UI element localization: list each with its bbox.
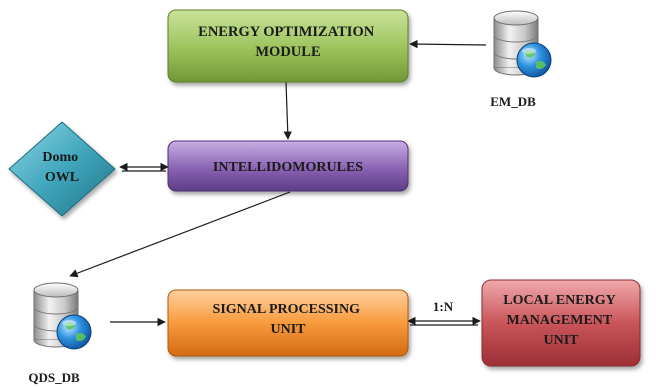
connector-arrows: 1:N — [69, 39, 487, 327]
lemu-label-line-1: LOCAL ENERGY — [503, 293, 615, 308]
lemu-label-line-3: UNIT — [543, 333, 579, 348]
eom-label-line-1: ENERGY OPTIMIZATION — [198, 24, 375, 40]
arrow-signal-processing-local-energy — [407, 316, 481, 326]
energy-optimization-module-node[interactable]: ENERGY OPTIMIZATION MODULE — [167, 9, 409, 83]
em-db-node[interactable]: EM_DB — [490, 10, 552, 109]
domo-owl-label-line-1: Domo — [42, 150, 78, 165]
spu-label-line-2: UNIT — [270, 322, 306, 337]
domo-owl-label-line-2: OWL — [45, 170, 79, 185]
arrow-em-db-to-eom — [409, 39, 487, 49]
svg-text:Domo OWL: Domo OWL — [42, 150, 81, 185]
lemu-label-line-2: MANAGEMENT — [506, 313, 612, 328]
qds-db-node[interactable]: QDS_DB — [28, 282, 92, 385]
domo-owl-node[interactable]: Domo OWL — [8, 121, 116, 217]
arrow-intellidomorules-to-qds-db — [69, 191, 291, 278]
database-globe-icon — [493, 10, 552, 78]
intellidomorules-label: INTELLIDOMORULES — [213, 160, 363, 175]
edge-label-cardinality: 1:N — [433, 299, 454, 314]
database-globe-icon — [33, 282, 92, 350]
arrow-eom-to-intellidomorules — [283, 81, 292, 140]
svg-text:ENERGY OPTIMIZATION MODU: ENERGY OPTIMIZATION MODULE — [198, 24, 378, 60]
spu-label-line-1: SIGNAL PROCESSING — [213, 302, 361, 317]
svg-text:SIGNAL PROCESSING UNIT: SIGNAL PROCESSING UNIT — [213, 302, 364, 337]
em-db-label: EM_DB — [490, 94, 536, 109]
eom-label-line-2: MODULE — [255, 44, 320, 60]
arrow-domo-owl-intellidomorules — [119, 162, 169, 172]
signal-processing-unit-node[interactable]: SIGNAL PROCESSING UNIT — [167, 289, 409, 357]
svg-text:LOCAL ENERGY MANAGEMENT: LOCAL ENERGY MANAGEMENT UNIT — [503, 293, 618, 348]
local-energy-management-unit-node[interactable]: LOCAL ENERGY MANAGEMENT UNIT — [481, 279, 641, 367]
intellidomorules-node[interactable]: INTELLIDOMORULES — [167, 140, 409, 192]
qds-db-label: QDS_DB — [28, 370, 80, 385]
